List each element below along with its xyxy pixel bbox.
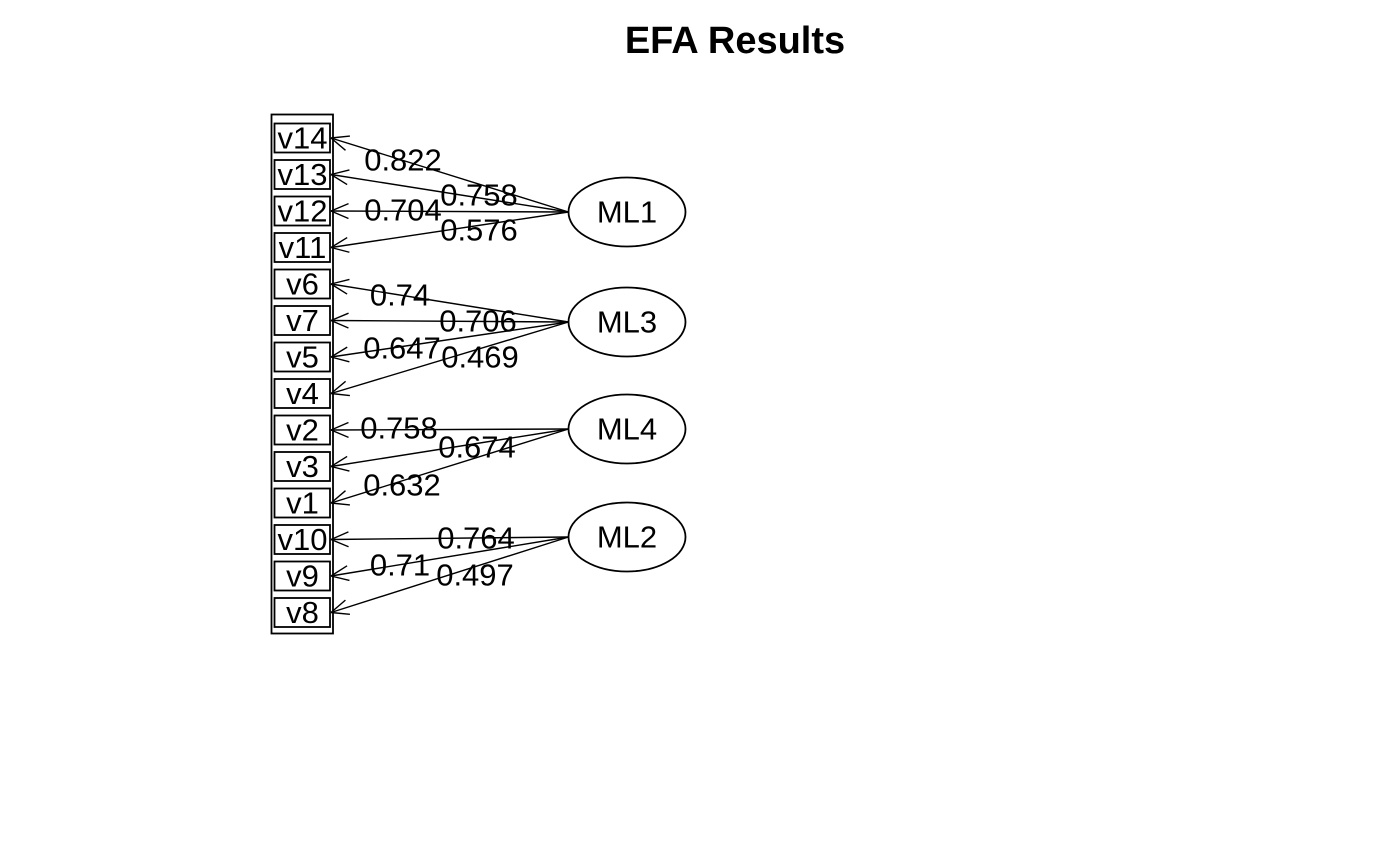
variable-box-v1 [273,487,331,519]
loading-value-ML1-v13: 0.758 [440,178,518,213]
variable-box-v14 [273,122,331,154]
nodes-layer [273,122,687,628]
variable-box-v6 [273,268,331,300]
variable-box-v5 [273,341,331,373]
variable-label-v4: v4 [286,376,319,411]
variable-label-v6: v6 [286,267,319,302]
loading-value-ML4-v3: 0.674 [438,430,516,465]
loading-value-ML1-v12: 0.704 [364,193,442,228]
arrowhead-icon-ML4-v3 [330,465,350,472]
arrowhead-icon-ML4-v1 [330,502,350,506]
loading-value-ML3-v6: 0.74 [370,278,430,313]
loading-edge-ML4-v1 [330,428,569,504]
loading-edge-ML1-v12 [330,210,569,213]
variable-box-v2 [273,414,331,446]
loading-edge-ML3-v4 [330,321,569,395]
variable-label-v5: v5 [286,340,319,375]
loading-edge-ML3-v7 [330,319,569,323]
variable-label-v2: v2 [286,413,319,448]
arrowhead-icon-ML1-v11 [330,236,348,249]
arrowhead-icon-ML3-v7 [330,319,349,329]
loading-value-ML3-v5: 0.647 [363,331,441,366]
loading-value-ML2-v9: 0.71 [370,548,430,583]
loading-edge-ML1-v11 [330,211,569,249]
variable-box-v10 [273,524,331,555]
factor-label-ML1: ML1 [597,195,657,230]
page-title: EFA Results [625,20,845,62]
arrowhead-icon-ML1-v14 [330,137,346,151]
variable-label-v1: v1 [286,486,319,521]
arrowhead-icon-ML2-v9 [330,565,348,577]
variable-label-v10: v10 [278,522,328,557]
variable-box-v8 [273,597,331,628]
arrowhead-icon-ML1-v13 [330,169,350,176]
loading-edge-ML4-v3 [330,428,569,468]
arrowhead-icon-ML2-v10 [330,531,349,541]
variable-box-v7 [273,305,331,336]
arrowhead-icon-ML2-v10 [330,538,349,548]
arrowhead-icon-ML1-v14 [330,135,350,139]
loading-edge-ML2-v9 [330,536,569,577]
variable-box-v4 [273,378,331,409]
factor-ellipse-ML4 [567,393,687,465]
factor-ellipse-ML1 [567,176,687,248]
variable-box-v13 [273,159,331,190]
loading-edge-ML4-v2 [330,428,569,431]
factor-label-ML4: ML4 [597,412,657,447]
arrowhead-icon-ML3-v6 [330,283,348,295]
variable-label-v13: v13 [278,157,328,192]
variable-label-v14: v14 [278,121,328,156]
factor-ellipse-ML3 [567,286,687,358]
loading-arrows-layer [330,135,569,615]
loading-edge-ML1-v14 [330,137,569,213]
arrowhead-icon-ML3-v7 [330,312,349,322]
loading-edge-ML3-v5 [330,321,569,358]
arrowhead-icon-ML1-v13 [330,173,348,186]
arrowhead-icon-ML2-v8 [330,599,346,614]
variable-column-frame [270,113,334,635]
loading-value-ML4-v2: 0.758 [360,411,438,446]
factor-ellipse-ML2 [567,501,687,573]
arrowhead-icon-ML3-v5 [330,356,350,363]
variable-label-v9: v9 [286,559,319,594]
arrowhead-icon-ML1-v12 [330,210,349,220]
variable-label-v12: v12 [278,194,328,229]
loading-edge-ML2-v10 [330,536,569,541]
arrowhead-icon-ML3-v5 [330,346,348,358]
variable-label-v8: v8 [286,595,319,630]
loading-value-ML2-v10: 0.764 [437,521,515,556]
variable-label-v11: v11 [279,230,327,265]
loading-value-ML1-v11: 0.576 [440,213,518,248]
variable-box-v9 [273,560,331,592]
arrowhead-icon-ML1-v12 [330,203,349,212]
variable-label-v3: v3 [286,449,319,484]
loading-value-ML1-v14: 0.822 [364,143,442,178]
loading-edge-ML2-v8 [330,536,569,614]
factor-label-ML3: ML3 [597,305,657,340]
variable-column-layer [270,113,334,635]
loading-value-ML3-v4: 0.469 [441,340,519,375]
loading-edge-ML3-v6 [330,283,569,323]
arrowhead-icon-ML1-v11 [330,246,350,253]
factor-label-ML2: ML2 [597,520,657,555]
arrowhead-icon-ML4-v2 [330,429,349,438]
arrowhead-icon-ML2-v8 [330,611,350,615]
arrowhead-icon-ML4-v2 [330,421,349,431]
arrowhead-icon-ML2-v9 [330,575,350,582]
arrowhead-icon-ML3-v4 [330,380,347,395]
variable-box-v12 [273,195,331,227]
arrowhead-icon-ML3-v4 [330,392,350,397]
loading-value-ML4-v1: 0.632 [363,468,441,503]
arrowhead-icon-ML3-v6 [330,278,350,285]
variable-label-v7: v7 [286,303,319,338]
arrowhead-icon-ML4-v1 [330,490,346,504]
loading-value-ML2-v8: 0.497 [436,558,514,593]
variable-box-v11 [273,232,331,263]
arrowhead-icon-ML4-v3 [330,455,348,468]
loading-edge-ML1-v13 [330,173,569,213]
variable-box-v3 [273,451,331,482]
loading-value-ML3-v7: 0.706 [439,304,517,339]
